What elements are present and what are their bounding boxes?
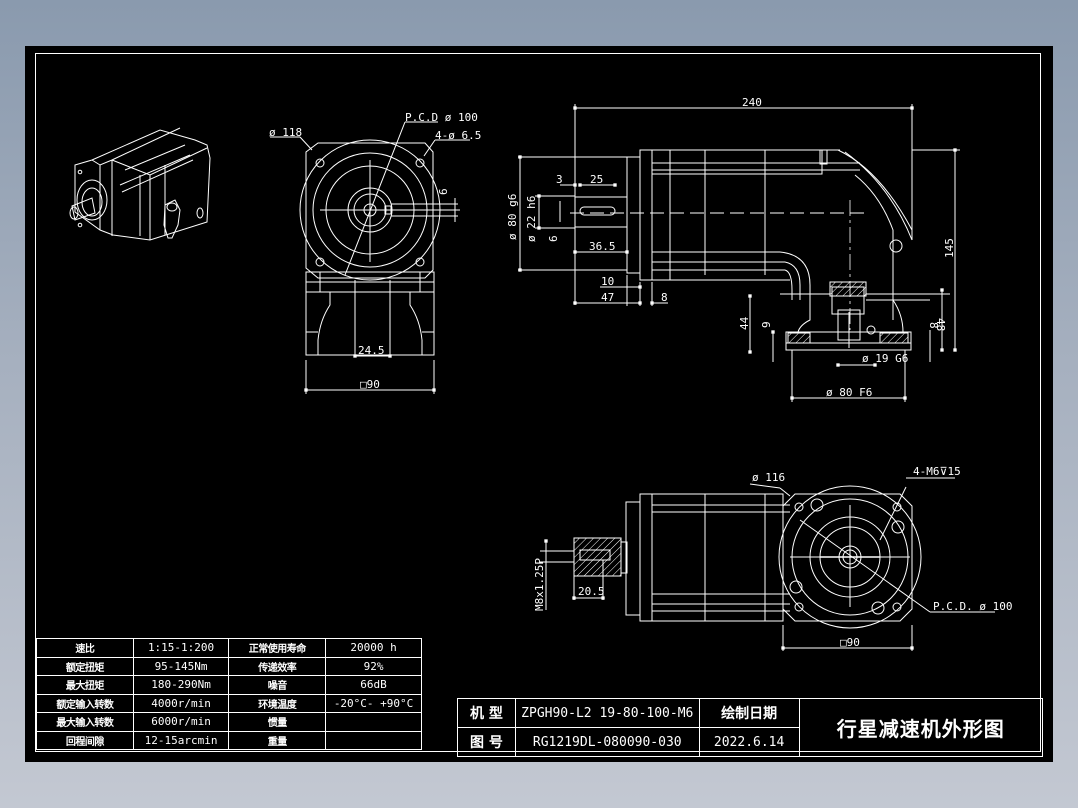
drawing-no-label: 图 号 <box>457 727 516 757</box>
side-dim-output-pilot: ø 80 F6 <box>826 386 872 399</box>
side-dim-flange: ø 80 g6 <box>506 194 519 240</box>
front-dim-pcd: P.C.D ø 100 <box>405 111 478 124</box>
param-value: 66dB <box>325 675 422 695</box>
cad-drawing: ø 118 P.C.D ø 100 4-ø 6.5 6 24.5 □90 240… <box>69 96 1012 651</box>
param-value <box>325 712 422 732</box>
bottom-dim-pcd: P.C.D. ø 100 <box>933 600 1012 613</box>
side-dim-output-height: 44 <box>738 316 751 330</box>
side-dim-right-height: 48 <box>934 318 947 331</box>
param-value: 12-15arcmin <box>132 730 230 750</box>
model-value: ZPGH90-L2 19-80-100-M6 <box>514 698 700 728</box>
param-label: 惯量 <box>228 712 327 732</box>
parameters-table: 速比 1:15-1:200 正常使用寿命 20000 h 额定扭矩 95-145… <box>36 638 422 750</box>
param-label: 重量 <box>228 730 327 750</box>
side-dim-shaft: ø 22 h6 <box>525 196 538 242</box>
title-row-model: 机 型 ZPGH90-L2 19-80-100-M6 绘制日期 行星减速机外形图 <box>457 698 1044 757</box>
param-value: 4000r/min <box>132 693 230 713</box>
param-label: 速比 <box>36 638 134 658</box>
front-dim-outer-dia: ø 118 <box>269 126 302 139</box>
table-row: 最大输入转数 6000r/min 惯量 <box>36 712 422 732</box>
param-label: 最大扭矩 <box>36 675 134 695</box>
side-dim-length: 240 <box>742 96 762 109</box>
param-label: 噪音 <box>228 675 327 695</box>
side-dim-base-thk: 9 <box>760 321 773 328</box>
param-label: 正常使用寿命 <box>228 638 327 658</box>
side-dim-spigot: 10 <box>601 275 614 288</box>
param-value <box>325 730 422 750</box>
bottom-dim-thread: M8x1.25P <box>533 558 546 611</box>
param-value: 95-145Nm <box>132 656 230 676</box>
side-dim-key-offset: 3 <box>556 173 563 186</box>
side-dim-key-width: 6 <box>547 235 560 242</box>
param-label: 最大输入转数 <box>36 712 134 732</box>
param-value: 1:15-1:200 <box>132 638 230 658</box>
front-dim-key: 6 <box>437 188 450 195</box>
param-value: 92% <box>325 656 422 676</box>
bottom-dim-outer-dia: ø 116 <box>752 471 785 484</box>
side-dim-height: 145 <box>943 238 956 258</box>
bottom-dim-tapped-holes: 4-M6⊽15 <box>913 465 961 478</box>
bottom-dim-square: □90 <box>840 636 860 649</box>
front-dim-holes: 4-ø 6.5 <box>435 129 481 142</box>
side-dim-right-small: 8 <box>927 322 940 329</box>
table-row: 额定输入转数 4000r/min 环境温度 -20°C- +90°C <box>36 693 422 713</box>
drawing-canvas[interactable]: ø 118 P.C.D ø 100 4-ø 6.5 6 24.5 □90 240… <box>25 46 1053 762</box>
table-row: 额定扭矩 95-145Nm 传递效率 92% <box>36 656 422 676</box>
side-dim-output-bore: ø 19 G6 <box>862 352 908 365</box>
side-dim-key-length: 25 <box>590 173 603 186</box>
param-value: 20000 h <box>325 638 422 658</box>
side-dim-shaft-total: 47 <box>601 291 614 304</box>
table-row: 速比 1:15-1:200 正常使用寿命 20000 h <box>36 638 422 658</box>
bottom-dim-thread-depth: 20.5 <box>578 585 605 598</box>
param-label: 额定扭矩 <box>36 656 134 676</box>
bottom-view <box>540 477 995 651</box>
param-label: 回程间隙 <box>36 730 134 750</box>
date-value: 2022.6.14 <box>698 727 800 757</box>
side-dim-flange-thk: 8 <box>661 291 668 304</box>
table-row: 最大扭矩 180-290Nm 噪音 66dB <box>36 675 422 695</box>
front-view <box>270 121 470 394</box>
param-value: 180-290Nm <box>132 675 230 695</box>
table-row: 回程间隙 12-15arcmin 重量 <box>36 730 422 750</box>
side-view <box>518 104 960 402</box>
side-dim-shaft-length: 36.5 <box>589 240 616 253</box>
title-block: 机 型 ZPGH90-L2 19-80-100-M6 绘制日期 行星减速机外形图… <box>457 698 1044 757</box>
front-dim-square: □90 <box>360 378 380 391</box>
param-value: 6000r/min <box>132 712 230 732</box>
drawing-title: 行星减速机外形图 <box>798 698 1044 757</box>
date-label: 绘制日期 <box>698 698 800 728</box>
model-label: 机 型 <box>457 698 516 728</box>
param-value: -20°C- +90°C <box>325 693 422 713</box>
front-dim-offset: 24.5 <box>358 344 385 357</box>
isometric-view <box>69 127 211 241</box>
drawing-no-value: RG1219DL-080090-030 <box>514 727 700 757</box>
param-label: 额定输入转数 <box>36 693 134 713</box>
title-row-drawing-no: 图 号 RG1219DL-080090-030 2022.6.14 <box>457 727 1043 757</box>
param-label: 环境温度 <box>228 693 327 713</box>
param-label: 传递效率 <box>228 656 327 676</box>
